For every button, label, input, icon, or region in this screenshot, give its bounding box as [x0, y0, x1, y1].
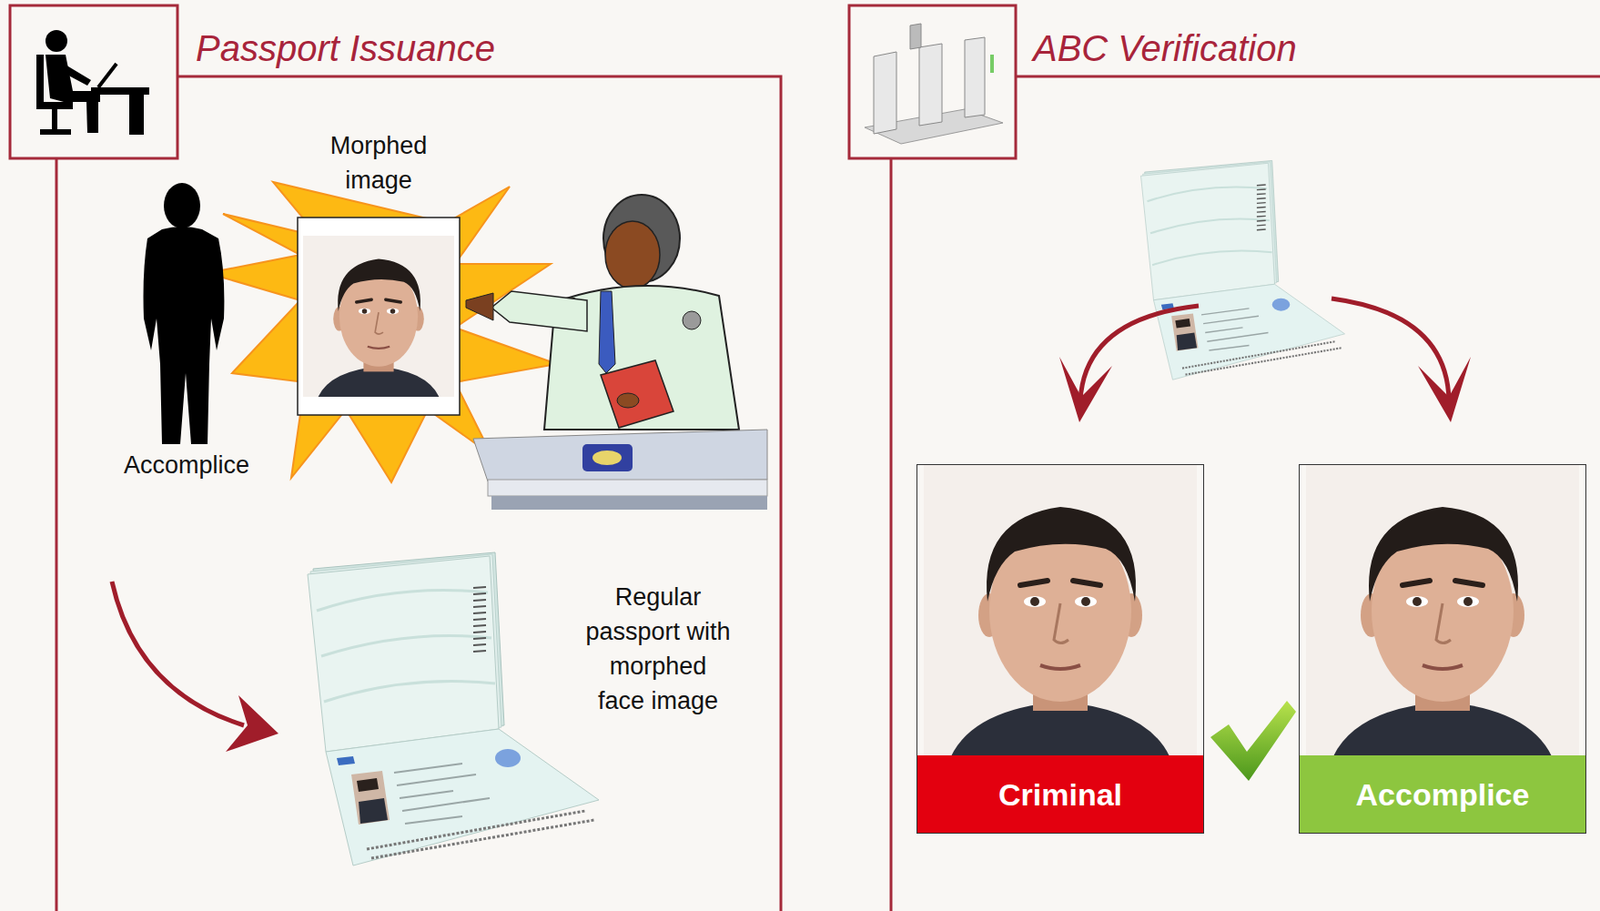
abc-gate-icon	[919, 43, 942, 126]
panel-frame-lines	[56, 76, 1600, 911]
abc-gate-icon	[910, 23, 922, 50]
desk	[582, 444, 633, 472]
abc-gate-icon	[873, 51, 897, 134]
accomplice-silhouette	[143, 226, 225, 445]
passport-issued	[307, 552, 599, 866]
card-photos	[923, 465, 1580, 757]
red-arrows	[111, 581, 244, 726]
desk-worker-icon	[36, 54, 44, 108]
desk-worker-icon	[45, 54, 101, 102]
photo-card: Criminal	[916, 464, 1205, 834]
officer-figure	[605, 221, 660, 289]
morphed-photo	[303, 235, 455, 397]
panel-heading: ABC Verification	[1032, 26, 1297, 71]
annotation-label: Accomplice	[113, 447, 260, 483]
desk-worker-icon	[36, 101, 73, 110]
desk-worker-icon	[51, 109, 58, 132]
officer-figure	[617, 393, 639, 408]
desk-worker-icon	[40, 129, 71, 135]
desk-worker-icon	[129, 94, 144, 135]
red-arrows	[111, 298, 1471, 752]
annotation-label: Morphed image	[314, 128, 443, 198]
desk	[491, 496, 768, 510]
label-bar: Accomplice	[1299, 755, 1586, 833]
desk-worker-icon	[10, 5, 178, 159]
officer-figure	[682, 311, 701, 330]
officer-figure	[465, 293, 494, 321]
panel-frame-lines	[890, 158, 893, 911]
panel-frame-lines	[177, 76, 781, 911]
panel-frame-lines	[55, 158, 59, 911]
accomplice-silhouette	[143, 182, 225, 445]
officer-figure	[491, 291, 588, 332]
label-bar: Criminal	[917, 755, 1204, 833]
desk-worker-icon	[98, 63, 117, 88]
photo-card: Accomplice	[1298, 464, 1587, 834]
panel-heading: Passport Issuance	[195, 26, 496, 71]
abc-gate-icon	[964, 37, 985, 118]
card-photos	[923, 465, 1197, 757]
abc-gate-icon	[990, 54, 994, 73]
morphed-photo	[297, 217, 460, 416]
passport-issued	[307, 552, 599, 866]
passport-checked	[1141, 160, 1346, 380]
desk	[592, 450, 622, 466]
passport-checked	[1141, 160, 1346, 380]
check-mark	[1210, 700, 1297, 781]
officer-figure	[600, 360, 674, 428]
desk	[473, 429, 768, 510]
panel-frame-lines	[1015, 75, 1600, 79]
red-arrows	[1417, 356, 1471, 423]
abc-gate-icon	[849, 5, 1016, 159]
red-arrows	[225, 695, 279, 752]
desk	[473, 429, 768, 482]
panel-frame: Passport Issuance	[56, 76, 781, 911]
desk-worker-icon	[10, 5, 178, 159]
desk-worker-icon	[45, 30, 68, 52]
accomplice-silhouette	[163, 182, 201, 229]
check-mark	[1210, 700, 1297, 781]
annotation-label: Regular passport with morphed face image	[584, 579, 732, 719]
card-photos	[1306, 465, 1580, 757]
card-label: Accomplice	[1356, 776, 1530, 813]
desk-worker-icon	[86, 101, 99, 133]
abc-gate-icon	[849, 5, 1016, 159]
officer-figure	[598, 291, 616, 374]
card-label: Criminal	[998, 776, 1123, 813]
desk	[487, 479, 768, 497]
officer-figure	[465, 194, 740, 430]
panel-frame: ABC VerificationCriminalAccomplice	[891, 76, 1600, 911]
morphed-photo	[297, 217, 460, 416]
desk-worker-icon	[60, 63, 92, 86]
red-arrows	[1059, 356, 1113, 423]
